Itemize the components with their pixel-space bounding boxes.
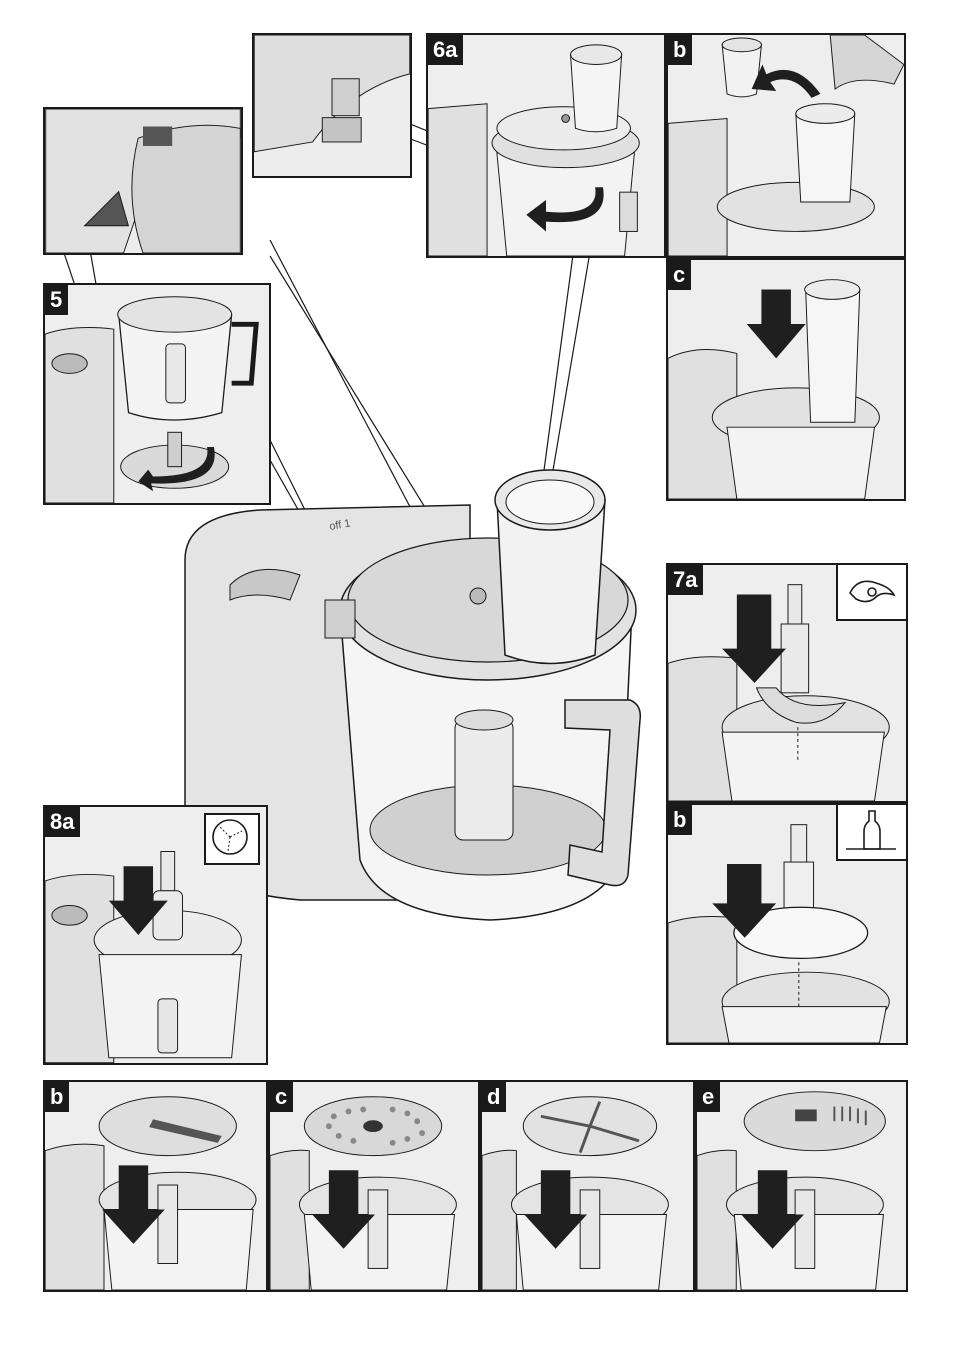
pusher-insert-illustration bbox=[668, 260, 904, 499]
step-7a-panel: 7a bbox=[666, 563, 908, 803]
lid-attach-illustration bbox=[428, 35, 664, 256]
step-label: 7a bbox=[668, 565, 703, 595]
step-label: 5 bbox=[45, 285, 68, 315]
step-8c-panel: c bbox=[268, 1080, 480, 1292]
step-6b-panel: b bbox=[666, 33, 906, 258]
bowl-attach-illustration bbox=[45, 285, 269, 503]
step-label: b bbox=[668, 35, 692, 65]
step-8a-panel: 8a bbox=[43, 805, 268, 1065]
grating-disc-insert-illustration bbox=[270, 1082, 478, 1290]
step-8d-panel: d bbox=[480, 1080, 695, 1292]
step-8b-panel: b bbox=[43, 1080, 268, 1292]
latch-detail-illustration bbox=[254, 35, 410, 176]
step-label: 6a bbox=[428, 35, 463, 65]
latch-detail-illustration bbox=[45, 109, 241, 253]
step-label: b bbox=[668, 805, 692, 835]
step-6c-panel: c bbox=[666, 258, 906, 501]
disc-symbol-icon bbox=[206, 815, 254, 859]
step-label: c bbox=[668, 260, 691, 290]
step-7b-panel: b bbox=[666, 803, 908, 1045]
step-label: c bbox=[270, 1082, 293, 1112]
blade-symbol-box bbox=[836, 565, 906, 621]
step-6a-panel: 6a bbox=[426, 33, 666, 258]
bottle-symbol-icon bbox=[838, 805, 904, 857]
step-8e-panel: e bbox=[695, 1080, 908, 1292]
shredding-disc-insert-illustration bbox=[482, 1082, 693, 1290]
blade-symbol-icon bbox=[838, 565, 904, 617]
step-5-panel: 5 bbox=[43, 283, 271, 505]
julienne-disc-insert-illustration bbox=[697, 1082, 906, 1290]
step-label: d bbox=[482, 1082, 506, 1112]
disc-symbol-box bbox=[204, 813, 260, 865]
step-label: 8a bbox=[45, 807, 80, 837]
slicing-disc-insert-illustration bbox=[45, 1082, 266, 1290]
step-label: e bbox=[697, 1082, 720, 1112]
pusher-remove-illustration bbox=[668, 35, 904, 256]
step-label: b bbox=[45, 1082, 69, 1112]
zoom-inset-latch-1 bbox=[43, 107, 243, 255]
bottle-symbol-box bbox=[836, 805, 906, 861]
zoom-inset-latch-2 bbox=[252, 33, 412, 178]
